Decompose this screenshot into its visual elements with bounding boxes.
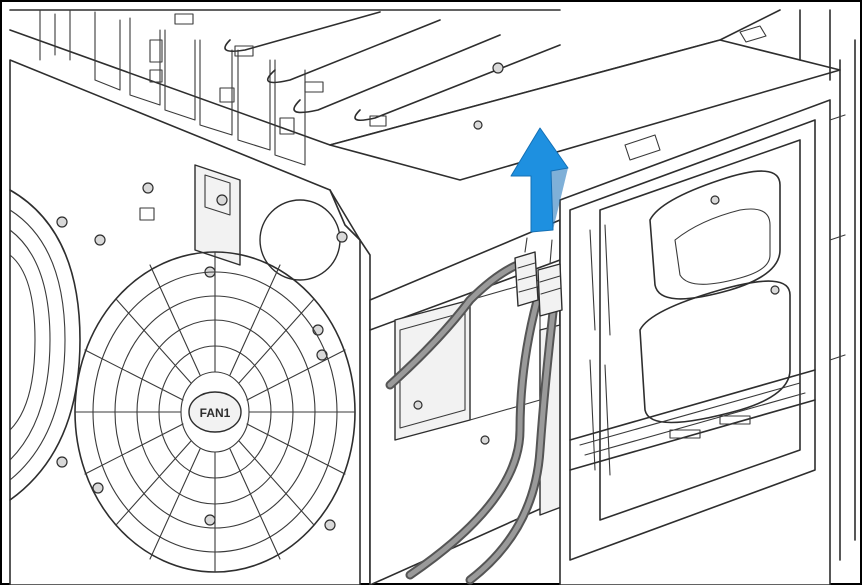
fan-label: FAN1 — [200, 406, 231, 420]
sata-cables — [385, 257, 560, 585]
rear-panel — [9, 59, 371, 585]
left-fan — [9, 189, 81, 501]
top-chassis — [9, 9, 841, 181]
drive-bay — [369, 39, 856, 585]
fan-1: FAN1 — [74, 251, 356, 573]
cable-connectors — [514, 237, 563, 317]
arrow-up-icon — [510, 127, 569, 233]
